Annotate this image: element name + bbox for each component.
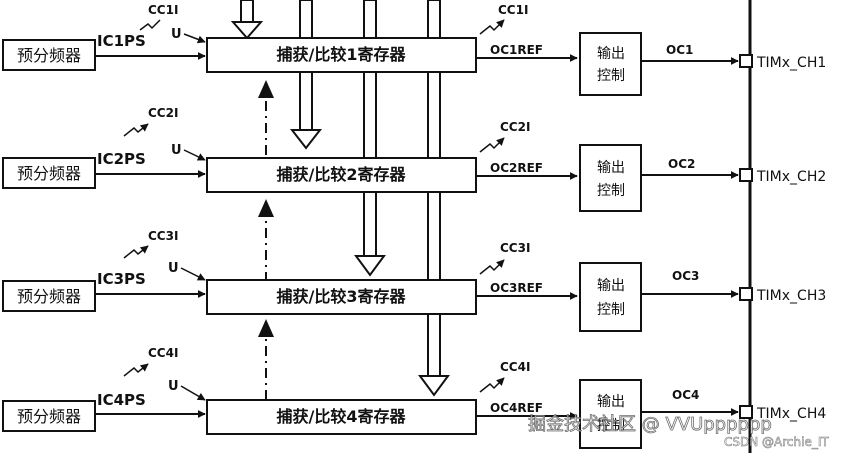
- output-control-box: [579, 379, 642, 449]
- bus-arrow-head: [230, 21, 264, 40]
- pin-square: [739, 405, 753, 419]
- oc-label: OC1: [666, 43, 693, 57]
- cc-out-label: CC1I: [498, 3, 528, 17]
- u-arrow: [183, 33, 206, 44]
- pin-square: [739, 54, 753, 68]
- oc-label: OC3: [672, 269, 699, 283]
- u-label: U: [168, 379, 179, 394]
- cc-out-label: CC3I: [500, 241, 530, 255]
- output-control-line1: 输出: [597, 160, 625, 176]
- ref-label: OC1REF: [490, 43, 543, 57]
- ic-label: IC4PS: [97, 391, 146, 409]
- capture-compare-register-box: [206, 399, 477, 435]
- output-control-line2: 控制: [597, 68, 625, 84]
- prescaler-label: 预分频器: [17, 287, 81, 306]
- prescaler-box: [2, 400, 96, 432]
- u-arrow: [183, 149, 206, 161]
- watermark-main: 掘金技术社区 @ VVUpppppp: [528, 414, 772, 435]
- cc-in-zigzag: [123, 363, 149, 377]
- watermark-sub: CSDN @Archie_IT: [724, 435, 829, 449]
- ref-label: OC2REF: [490, 161, 543, 175]
- ic-label: IC2PS: [97, 150, 146, 168]
- output-control-line1: 输出: [597, 394, 625, 410]
- up-arrow: [258, 80, 274, 98]
- register-label: 捕获/比较2寄存器: [277, 165, 407, 184]
- cc-out-label: CC4I: [500, 360, 530, 374]
- cc-out-zigzag: [479, 19, 505, 35]
- u-label: U: [171, 27, 182, 42]
- cc-in-zigzag: [123, 245, 149, 259]
- prescaler-label: 预分频器: [17, 46, 81, 65]
- oc-label: OC4: [672, 388, 699, 402]
- ref-label: OC3REF: [490, 281, 543, 295]
- channel-1: 预分频器 IC1PS CC1I U 捕获/比较1寄存器 CC1I OC1REF …: [2, 3, 826, 96]
- output-control-line1: 输出: [597, 46, 625, 62]
- cc-in-label: CC3I: [148, 229, 178, 243]
- prescaler-label: 预分频器: [17, 164, 81, 183]
- u-label: U: [171, 143, 182, 158]
- cc-in-label: CC1I: [148, 3, 178, 17]
- bus-arrow-head: [418, 375, 450, 397]
- pin-label: TIMx_CH2: [756, 169, 826, 185]
- cc-out-zigzag: [479, 137, 505, 153]
- prescaler-label: 预分频器: [17, 407, 81, 426]
- cc-in-label: CC4I: [148, 346, 178, 360]
- channel-3: 预分频器 IC3PS CC3I U 捕获/比较3寄存器 CC3I OC3REF …: [2, 229, 826, 332]
- capture-compare-register-box: [206, 37, 477, 73]
- cc-out-zigzag: [479, 259, 505, 275]
- oc-label: OC2: [668, 157, 695, 171]
- ic-label: IC1PS: [97, 32, 146, 50]
- u-arrow: [180, 385, 206, 401]
- register-label: 捕获/比较4寄存器: [277, 407, 407, 426]
- output-control-line2: 控制: [597, 302, 625, 318]
- channel-4: 预分频器 IC4PS CC4I U 捕获/比较4寄存器 CC4I OC4REF …: [2, 346, 826, 449]
- watermark: 掘金技术社区 @ VVUpppppp CSDN @Archie_IT: [528, 414, 830, 450]
- capture-compare-register-box: [206, 157, 477, 193]
- u-label: U: [168, 261, 179, 276]
- cc-in-zigzag: [123, 123, 149, 137]
- prescaler-box: [2, 39, 96, 71]
- register-label: 捕获/比较3寄存器: [277, 287, 407, 306]
- prescaler-box: [2, 280, 96, 312]
- output-control-box: [579, 144, 642, 212]
- pin-label: TIMx_CH4: [756, 406, 826, 422]
- output-control-line1: 输出: [597, 278, 625, 294]
- pin-label: TIMx_CH1: [756, 55, 826, 71]
- cc-in-label: CC2I: [148, 106, 178, 120]
- output-control-box: [579, 32, 642, 96]
- bus-arrow-head: [289, 129, 323, 150]
- cc-out-label: CC2I: [500, 120, 530, 134]
- bus-arrow-head: [354, 255, 386, 277]
- output-control-line2: 控制: [597, 183, 625, 199]
- channel-2: 预分频器 IC2PS CC2I U 捕获/比较2寄存器 CC2I OC2REF …: [2, 106, 826, 212]
- output-control-line2: 控制: [597, 418, 625, 434]
- cc-out-zigzag: [479, 377, 505, 393]
- output-control-box: [579, 262, 642, 332]
- ic-label: IC3PS: [97, 270, 146, 288]
- cc-in-zigzag: [139, 19, 161, 31]
- u-arrow: [180, 267, 206, 281]
- pin-square: [739, 287, 753, 301]
- capture-compare-register-box: [206, 279, 477, 315]
- register-label: 捕获/比较1寄存器: [277, 45, 407, 64]
- up-arrow: [258, 319, 274, 337]
- pin-square: [739, 168, 753, 182]
- up-arrow: [258, 199, 274, 217]
- pin-label: TIMx_CH3: [756, 288, 826, 304]
- ref-label: OC4REF: [490, 401, 543, 415]
